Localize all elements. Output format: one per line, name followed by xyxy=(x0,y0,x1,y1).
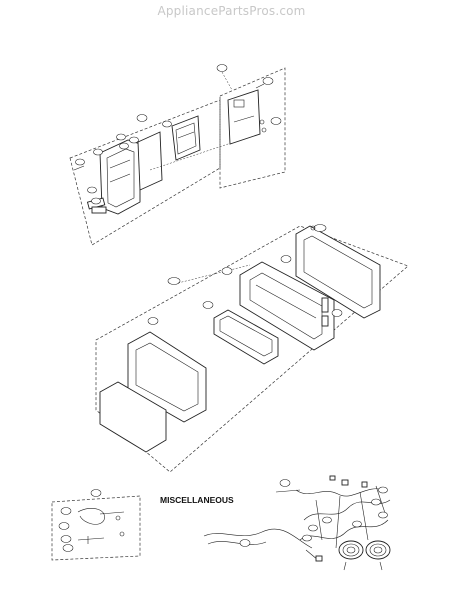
door-assembly-group xyxy=(95,224,409,473)
door-inner-panel xyxy=(239,261,335,351)
control-board-bracket xyxy=(171,115,201,161)
control-panel-assembly-group xyxy=(69,64,286,246)
round-grille-left xyxy=(338,540,364,560)
hardware-kit-group xyxy=(51,489,141,561)
control-board xyxy=(227,89,261,145)
watermark: AppliancePartsPros.com xyxy=(157,4,306,18)
wire-harness-group xyxy=(203,475,391,571)
door-cover-panel xyxy=(99,381,167,453)
miscellaneous-heading: MISCELLANEOUS xyxy=(160,495,234,505)
control-panel-frame xyxy=(99,139,141,215)
door-glass xyxy=(213,309,279,365)
door-frame-rear xyxy=(295,225,381,319)
round-grille-right xyxy=(365,540,391,560)
